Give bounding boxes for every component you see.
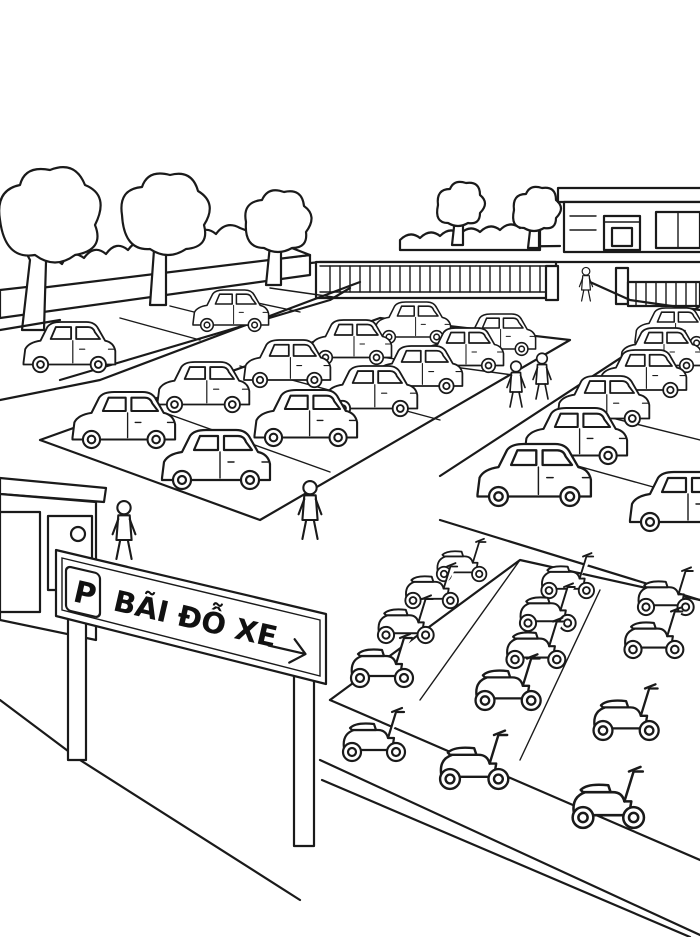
parked-cars	[22, 289, 700, 533]
tree	[120, 172, 211, 307]
parking-sign: P BÃI ĐỖ XE	[54, 548, 328, 848]
background-scenery	[0, 166, 700, 332]
fence	[314, 260, 700, 308]
building	[556, 186, 700, 254]
arrow-right-icon	[267, 638, 307, 664]
tree	[436, 180, 487, 247]
tree	[0, 166, 102, 332]
parking-p-icon: P	[64, 565, 102, 618]
tree	[512, 185, 563, 250]
tree	[244, 189, 313, 287]
